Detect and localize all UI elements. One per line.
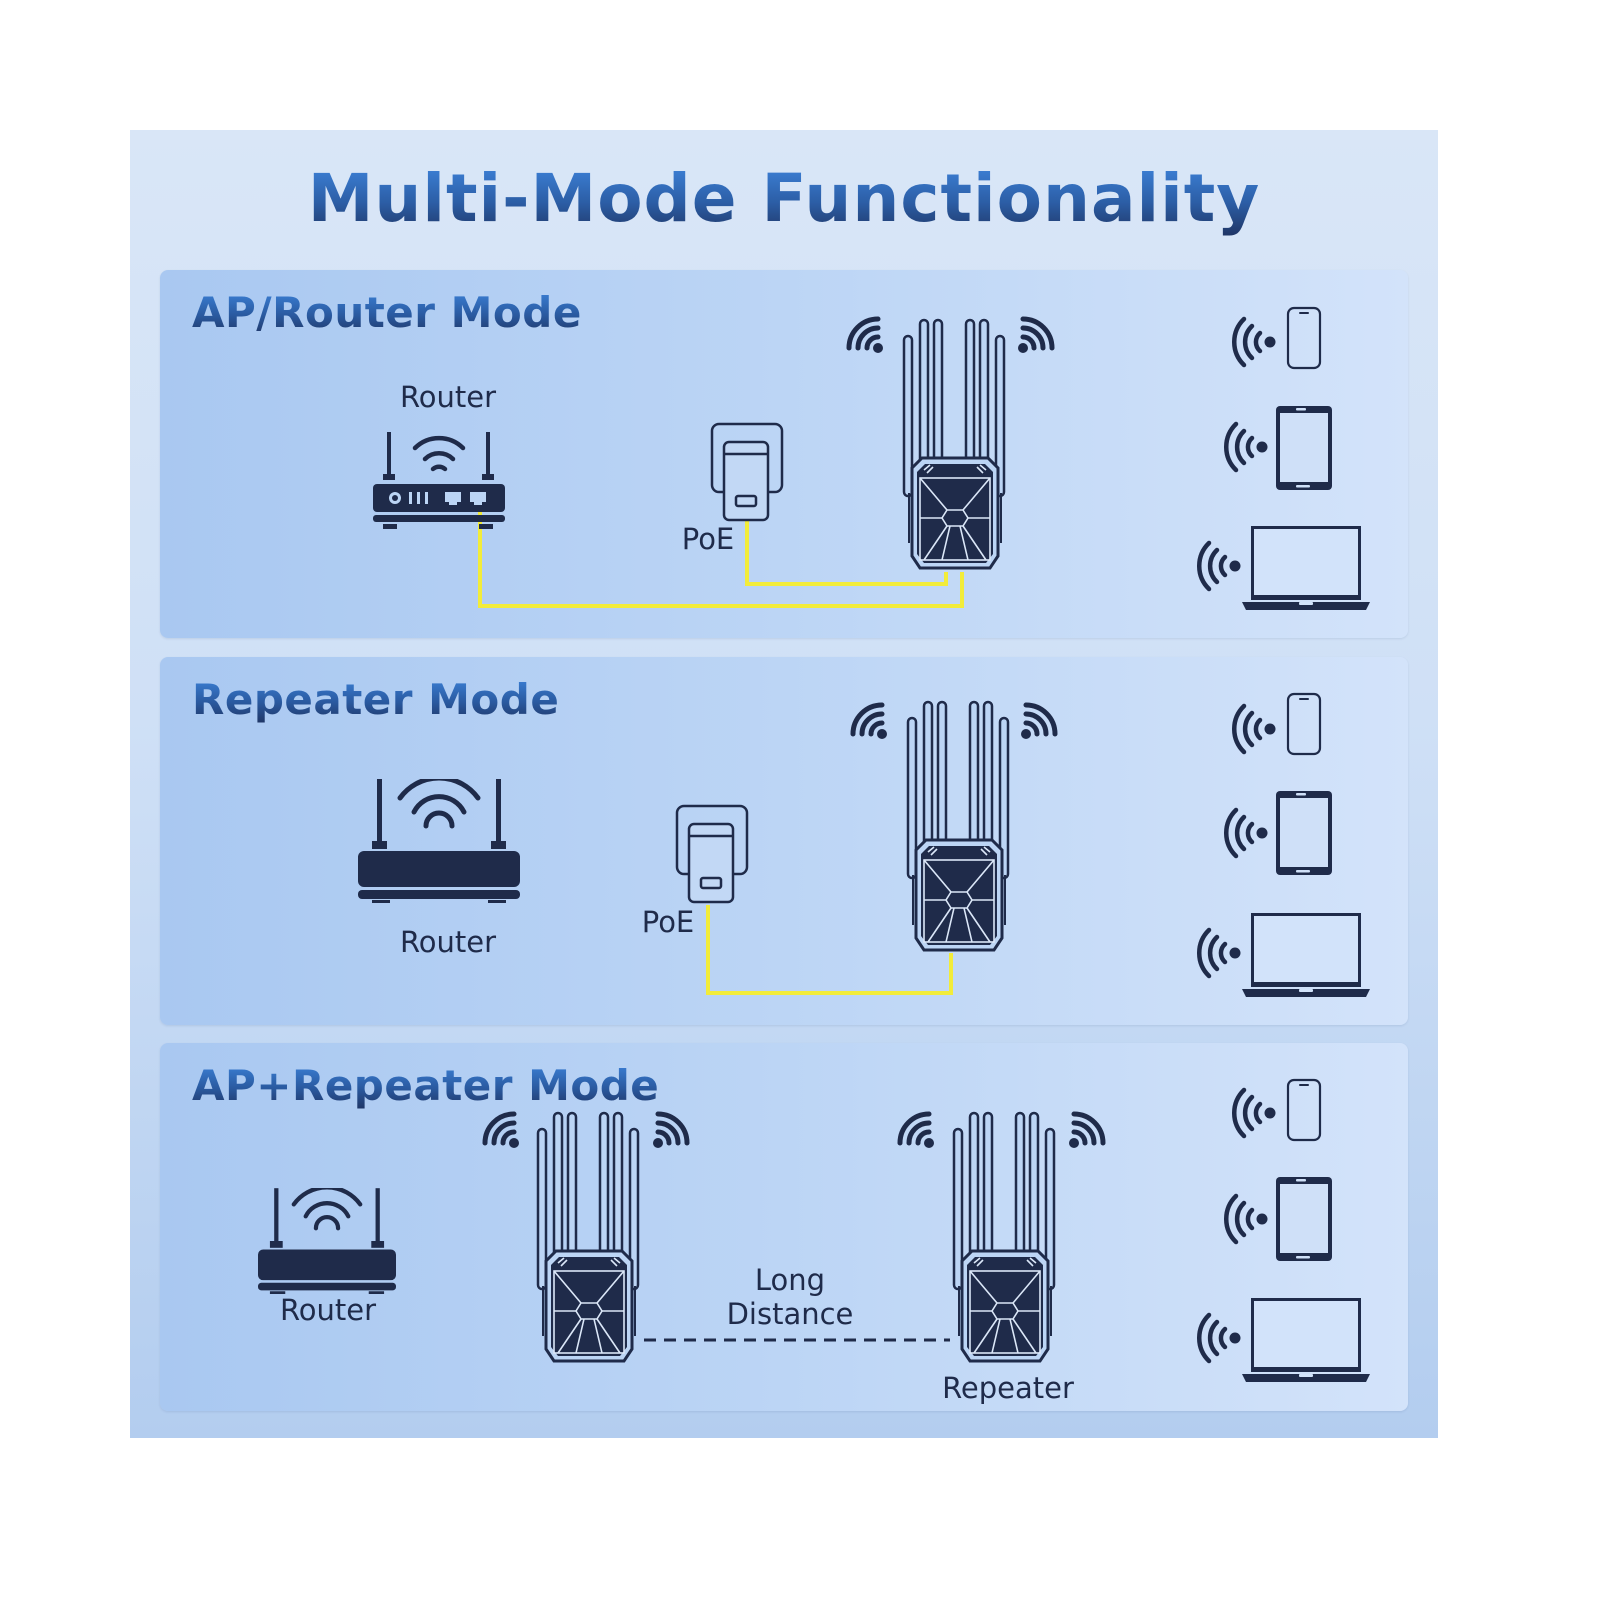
wifi-extender-icon [902,318,1006,570]
wifi-signal-icon [1226,810,1267,856]
router-icon [358,778,520,904]
poe-injector-icon [710,422,784,522]
wifi-signal-icon [1018,319,1052,353]
tablet-icon [1276,791,1332,875]
repeater-label: Repeater [942,1371,1074,1405]
wifi-extender-icon [952,1111,1056,1363]
mode-title: AP/Router Mode [192,288,582,337]
wifi-signal-icon [1234,706,1275,752]
long-distance-label: Long Distance [700,1263,880,1331]
smartphone-icon [1286,306,1322,370]
poe-injector-icon [675,804,749,904]
mode-panel-repeater: Repeater Mode Router PoE [160,657,1408,1025]
wifi-signal-icon [1226,1196,1267,1242]
wifi-signal-icon [853,705,887,739]
router-icon [373,432,505,529]
wifi-signal-icon [653,1114,687,1148]
tablet-icon [1276,406,1332,490]
wifi-signal-icon [849,319,883,353]
wifi-signal-icon [1226,424,1267,470]
wifi-signal-icon [1199,930,1240,976]
long-distance-line2: Distance [726,1297,854,1331]
mode-panel-ap-repeater: AP+Repeater Mode Router Long Distance Re… [160,1043,1408,1411]
poe-label: PoE [681,522,735,556]
laptop-icon [1242,1298,1370,1382]
router-label: Router [279,1293,377,1327]
wifi-extender-icon [906,700,1010,952]
ethernet-cable [478,506,964,608]
mode-title: Repeater Mode [192,675,560,724]
smartphone-icon [1286,1078,1322,1142]
page-title: Multi-Mode Functionality [0,160,1568,237]
tablet-icon [1276,1177,1332,1261]
mode-panel-ap-router: AP/Router Mode Router PoE [160,270,1408,638]
wifi-signal-icon [1199,543,1240,589]
ethernet-cable [706,905,953,995]
wifi-signal-icon [1234,319,1275,365]
wifi-signal-icon [900,1114,934,1148]
wifi-signal-icon [1069,1114,1103,1148]
long-distance-line1: Long [754,1263,826,1297]
poe-label: PoE [641,905,695,939]
router-label: Router [399,925,497,959]
smartphone-icon [1286,692,1322,756]
router-label: Router [399,380,497,414]
wifi-signal-icon [1021,705,1055,739]
router-icon [258,1187,396,1294]
wifi-signal-icon [485,1114,519,1148]
wifi-signal-icon [1199,1315,1240,1361]
ethernet-cable [745,520,948,586]
mode-title: AP+Repeater Mode [192,1061,660,1110]
wifi-extender-icon [536,1111,640,1363]
wifi-signal-icon [1234,1090,1275,1136]
laptop-icon [1242,526,1370,610]
laptop-icon [1242,913,1370,997]
